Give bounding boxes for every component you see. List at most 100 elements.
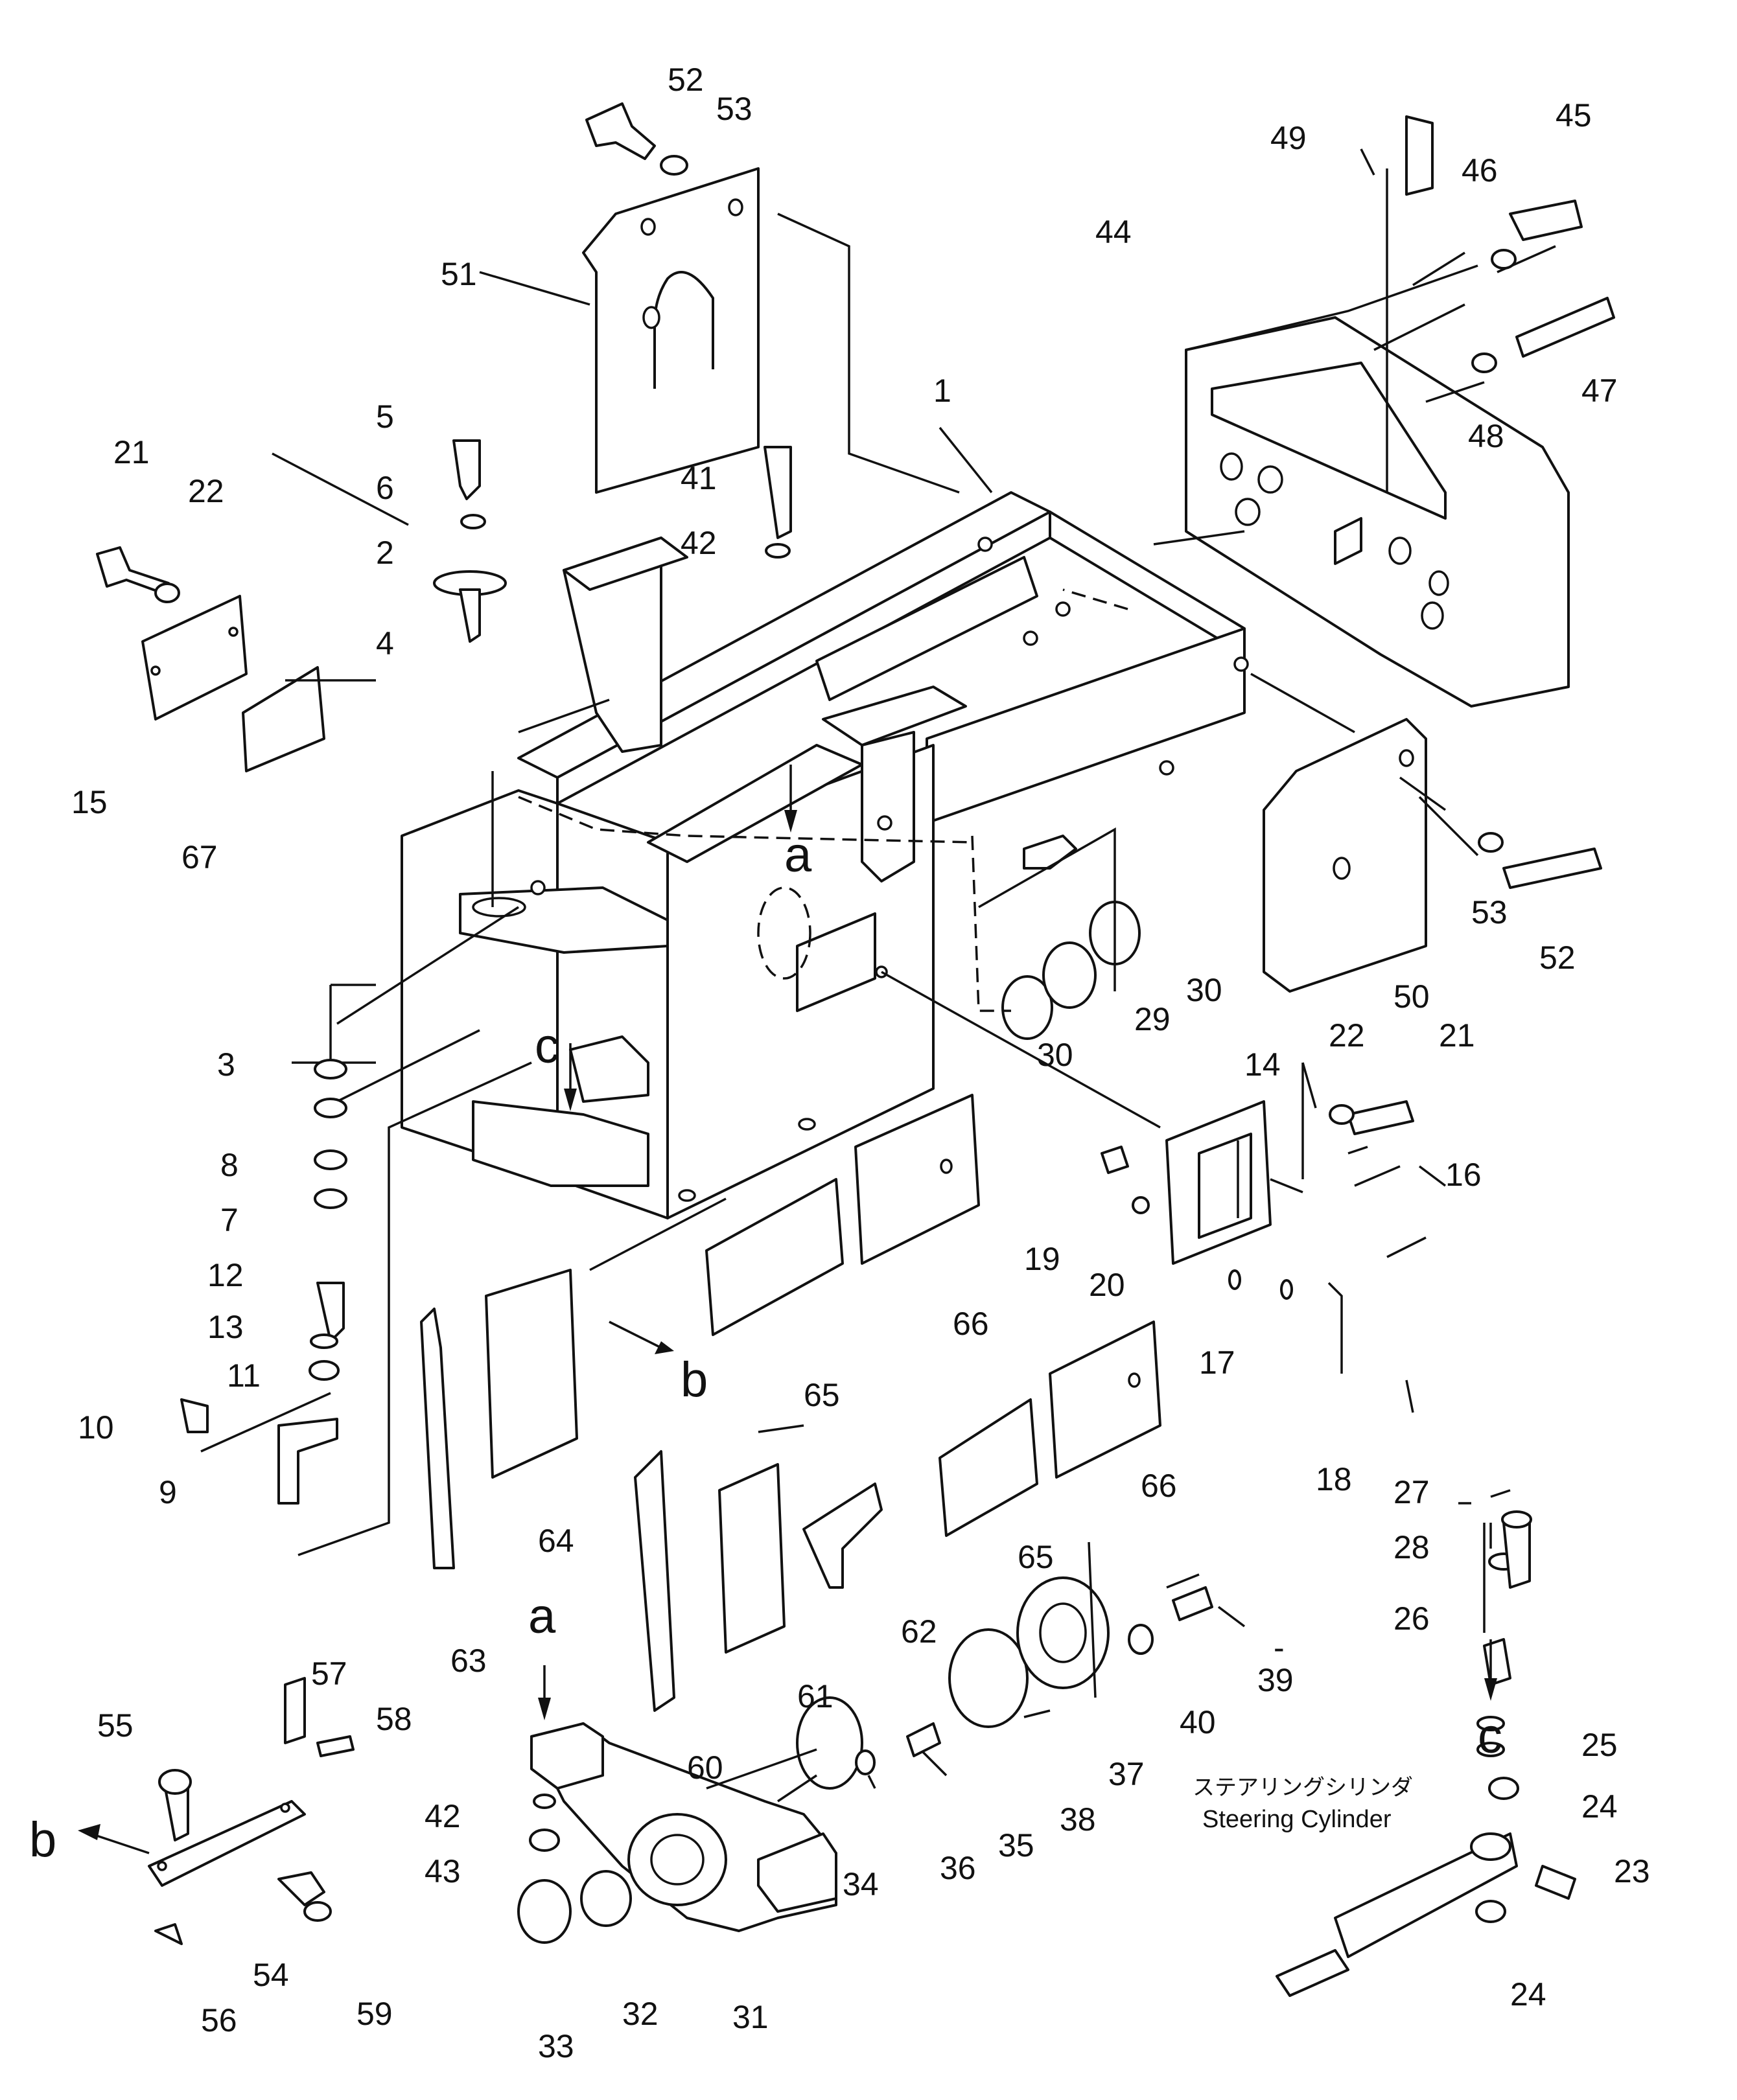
label-10: 10 <box>78 1409 114 1446</box>
label-21a: 21 <box>113 434 150 470</box>
ref-a-top: a <box>784 827 812 883</box>
fasteners <box>96 102 1615 1945</box>
label-42b: 42 <box>425 1798 461 1834</box>
steering-cylinder-jp: ステアリングシリンダ <box>1193 1775 1413 1801</box>
label-27: 27 <box>1393 1474 1430 1510</box>
ref-c-right: c <box>1478 1709 1502 1764</box>
seals-29-30 <box>1001 901 1141 1040</box>
label-50: 50 <box>1393 978 1430 1015</box>
label-60: 60 <box>687 1749 723 1786</box>
label-18: 18 <box>1316 1461 1352 1497</box>
label-41: 41 <box>681 460 717 496</box>
label-17: 17 <box>1199 1344 1235 1381</box>
label-22b: 22 <box>1329 1017 1365 1054</box>
label-28: 28 <box>1393 1529 1430 1565</box>
label-8: 8 <box>220 1147 239 1183</box>
label-11: 11 <box>227 1357 261 1394</box>
leader-lines <box>200 148 1556 1803</box>
label-58: 58 <box>376 1701 412 1737</box>
label-39: 39 <box>1257 1662 1294 1698</box>
label-52b: 52 <box>1539 940 1576 976</box>
label-1: 1 <box>933 373 951 409</box>
axle-support-31 <box>530 1722 837 1932</box>
main-frame <box>401 491 1249 1219</box>
label-67: 67 <box>181 839 218 875</box>
ref-b-mid: b <box>681 1352 708 1407</box>
label-15: 15 <box>71 784 108 820</box>
weight-plate-50 <box>1263 718 1427 993</box>
pads-upper <box>705 1094 980 1336</box>
link-54 <box>148 1800 306 1887</box>
label-29: 29 <box>1134 1001 1171 1037</box>
label-40: 40 <box>1180 1704 1216 1740</box>
label-31: 31 <box>732 1999 769 2035</box>
label-30a: 30 <box>1037 1037 1073 1073</box>
label-5: 5 <box>376 398 394 435</box>
label-3: 3 <box>217 1046 235 1083</box>
label-20: 20 <box>1089 1267 1125 1303</box>
label-64: 64 <box>538 1523 574 1559</box>
cover-14 <box>1165 1100 1272 1265</box>
ref-c-mid: c <box>535 1019 559 1074</box>
label-4: 4 <box>376 625 394 662</box>
ref-b-left: b <box>29 1812 56 1867</box>
plate-51 <box>582 167 760 494</box>
label-55: 55 <box>97 1707 134 1744</box>
label-34: 34 <box>843 1866 879 1902</box>
label-7: 7 <box>220 1202 239 1238</box>
label-6: 6 <box>376 470 394 506</box>
label-65a: 65 <box>804 1377 840 1413</box>
label-46: 46 <box>1462 152 1498 189</box>
label-37: 37 <box>1108 1756 1145 1792</box>
label-35: 35 <box>998 1827 1034 1863</box>
label-65b: 65 <box>1018 1539 1054 1575</box>
pad-67 <box>242 666 325 772</box>
label-25: 25 <box>1581 1727 1618 1763</box>
label-48: 48 <box>1468 418 1504 454</box>
label-21b: 21 <box>1439 1017 1475 1054</box>
label-43: 43 <box>425 1853 461 1889</box>
label-53b: 53 <box>1471 894 1508 930</box>
strips-60-64 <box>420 1269 883 1712</box>
label-12: 12 <box>207 1257 244 1293</box>
label-47: 47 <box>1581 373 1618 409</box>
label-32: 32 <box>622 1996 659 2032</box>
reference-arrows <box>78 765 1497 1854</box>
label-63: 63 <box>450 1643 487 1679</box>
steering-cylinder-en: Steering Cylinder <box>1202 1806 1392 1833</box>
label-26: 26 <box>1393 1600 1430 1637</box>
label-24b: 24 <box>1510 1976 1546 2013</box>
label-57: 57 <box>311 1656 347 1692</box>
label-51: 51 <box>441 256 477 292</box>
label-36: 36 <box>940 1850 976 1886</box>
label-24a: 24 <box>1581 1788 1618 1825</box>
label-16: 16 <box>1445 1157 1482 1193</box>
steering-cylinder <box>1276 1777 1576 1997</box>
label-22a: 22 <box>188 473 224 509</box>
label-9: 9 <box>159 1474 177 1510</box>
label-23: 23 <box>1614 1853 1650 1889</box>
label-53a: 53 <box>716 91 752 127</box>
plate-15 <box>141 595 248 721</box>
label-30b: 30 <box>1186 972 1222 1008</box>
label-66b: 66 <box>1141 1468 1177 1504</box>
label-52a: 52 <box>668 62 704 98</box>
label-38: 38 <box>1060 1801 1096 1838</box>
label-61: 61 <box>797 1678 834 1714</box>
label-44: 44 <box>1095 214 1132 250</box>
part-labels: 1 2 3 4 5 6 7 8 9 10 11 12 13 14 15 16 1… <box>29 62 1650 2064</box>
label-42a: 42 <box>681 525 717 561</box>
label-14: 14 <box>1244 1046 1281 1083</box>
label-62: 62 <box>901 1613 937 1650</box>
dash-mark: - <box>1274 1630 1285 1666</box>
hub-parts <box>796 1576 1110 1790</box>
label-56: 56 <box>201 2002 237 2038</box>
label-45: 45 <box>1556 97 1592 133</box>
label-66a: 66 <box>953 1306 989 1342</box>
label-49: 49 <box>1270 120 1307 156</box>
pads-lower <box>938 1321 1161 1537</box>
label-2: 2 <box>376 535 394 571</box>
label-33: 33 <box>538 2028 574 2064</box>
label-54: 54 <box>253 1957 289 1993</box>
